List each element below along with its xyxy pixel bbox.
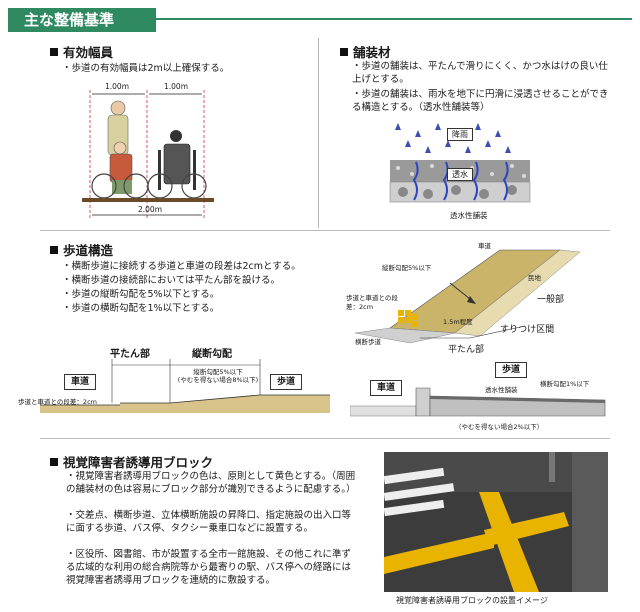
cross-section-diagram [349,370,610,420]
sidewalk-bullet-4: ・歩道の横断勾配を1%以下とする。 [62,303,220,314]
paving-heading: 舗装材 [340,42,391,61]
cross-slope-label: 横断勾配1%以下 [540,380,590,388]
paving-bullet-2: ・歩道の舗装は、雨水を地下に円滑に浸透させることができる構造とする。（透水性舗装… [352,89,609,113]
persp-flat-len: 1.5m程度 [443,318,473,326]
persp-general: 一般部 [537,295,565,305]
width-heading: 有効幅員 [50,42,113,61]
longitudinal-section-diagram [40,355,330,415]
section-step-label: 歩道と車道との段差：2cm [18,398,97,406]
cross-sidewalk-box: 歩道 [495,362,527,378]
tactile-photo-caption: 視覚障害者誘導用ブロックの設置イメージ [396,596,548,605]
tactile-block-photo [384,452,608,592]
width-dim-right: 1.00m [164,82,189,91]
sidewalk-bullet-3: ・歩道の縦断勾配を5%以下とする。 [62,289,220,300]
paving-caption: 透水性舗装 [450,211,488,220]
banner-rule [156,18,632,20]
tactile-bullet-2: ・交差点、横断歩道、立体横断施設の昇降口、指定施設の出入口等に面する歩道、バス停… [66,510,352,534]
paving-bullet-1: ・歩道の舗装は、平たんで滑りにくく、かつ水はけの良い仕上げとする。 [352,61,608,85]
persp-slope-label: 縦断勾配5%以下 [382,264,432,272]
sidewalk-bullet-1: ・横断歩道に接続する歩道と車道の段差は2cmとする。 [62,261,301,272]
width-dim-left: 1.00m [105,82,130,91]
tactile-heading: 視覚障害者誘導用ブロック [50,452,213,471]
sidewalk-heading: 歩道構造 [50,240,113,259]
sidewalk-bullet-2: ・横断歩道の接続部においては平たん部を設ける。 [62,275,281,286]
rain-label: 降雨 [447,128,473,141]
width-bullet: ・歩道の有効幅員は2m以上確保する。 [62,63,230,74]
vertical-divider [318,38,319,228]
section-road-box: 車道 [64,374,96,390]
width-dim-total: 2.00m [138,205,163,214]
persp-step-label: 歩道と車道との段差：2cm [346,294,398,311]
section-flat-label: 平たん部 [110,349,150,360]
horizontal-divider-1 [40,230,610,231]
horizontal-divider-2 [40,438,610,439]
section-slope-note: 縦断勾配5%以下 (やむを得ない場合8%以下) [177,368,259,384]
tactile-bullet-1: ・視覚障害者誘導用ブロックの色は、原則として黄色とする。（周囲の舗装材の色は容易… [66,471,356,495]
cross-road-box: 車道 [370,380,402,396]
cross-paving-label: 透水性舗装 [485,386,518,394]
persp-transition: すりつけ区間 [500,325,555,335]
persp-crosswalk: 横断歩道 [355,338,381,346]
square-bullet-icon [340,48,348,56]
sidewalk-perspective-diagram [350,238,610,353]
seep-label: 透水 [447,168,473,181]
tactile-bullet-3: ・区役所、図書館、市が設置する全市一館施設、その他これに準ずる広域的な利用の総合… [66,549,352,586]
permeable-paving-diagram [388,118,538,218]
section-sidewalk-box: 歩道 [270,374,302,390]
width-diagram [80,78,220,228]
persp-private-land: 民地 [528,274,541,282]
section-banner: 主な整備基準 [8,8,156,32]
section-slope-label: 縦断勾配 [192,349,232,360]
square-bullet-icon [50,48,58,56]
persp-road-label: 車道 [478,242,491,250]
persp-flat: 平たん部 [448,345,485,355]
square-bullet-icon [50,458,58,466]
square-bullet-icon [50,246,58,254]
cross-note: （やむを得ない場合2%以下） [455,423,544,431]
